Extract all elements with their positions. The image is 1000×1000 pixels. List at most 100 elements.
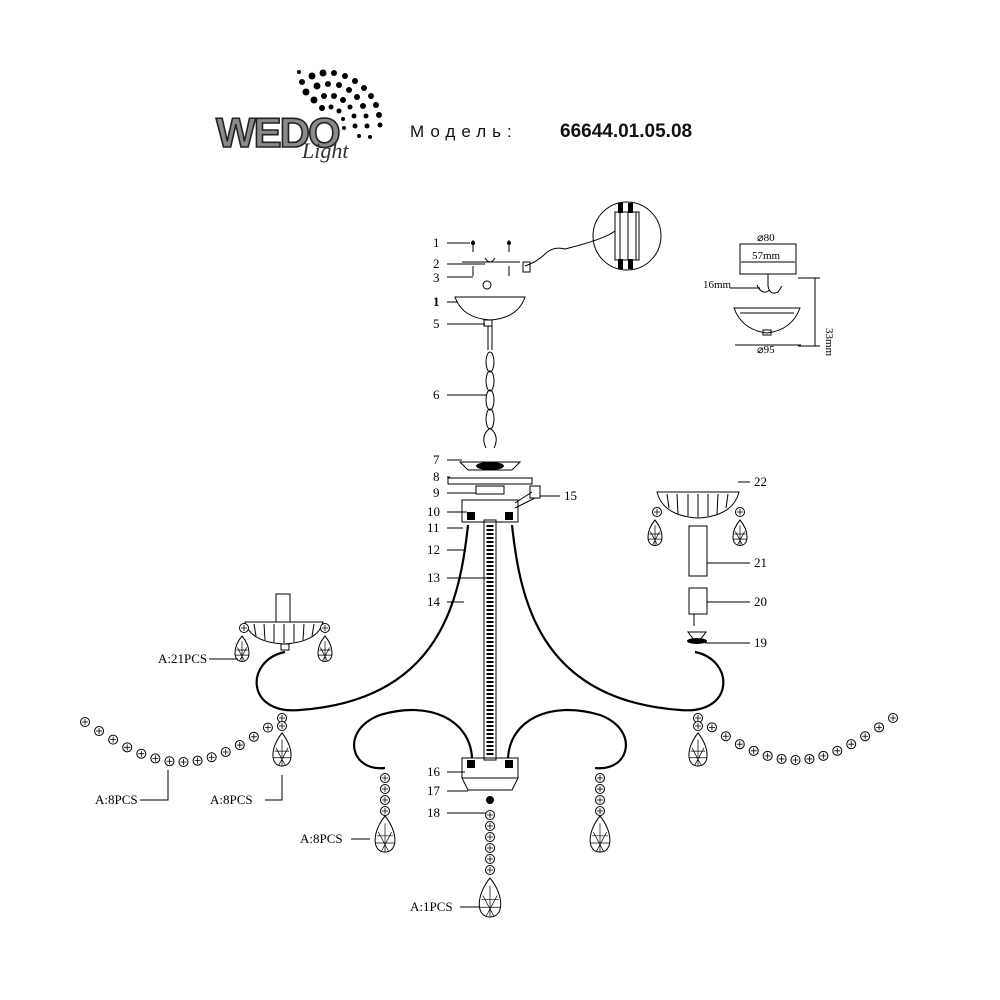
part-label-12: 12 xyxy=(427,542,440,557)
crystal-bead-facet xyxy=(382,786,388,792)
dim-16mm: 16mm xyxy=(703,279,732,291)
crystal-bead-facet xyxy=(597,797,603,803)
crystal-bead-facet xyxy=(487,856,493,862)
part-label-8: 8 xyxy=(433,469,440,484)
crystal-bead-facet xyxy=(820,752,827,759)
canopy-dimension-detail: ⌀80 57mm 16mm 33mm ⌀95 xyxy=(703,232,835,357)
crystal-pendant-facet xyxy=(318,641,332,662)
crystal-bead-facet xyxy=(722,733,729,740)
crystal-bead-facet xyxy=(876,724,883,731)
part-label-2: 2 xyxy=(433,256,440,271)
crystal-pendant-facet xyxy=(689,739,707,767)
crystal-bead-facet xyxy=(382,775,388,781)
part-label-11: 11 xyxy=(427,520,440,535)
logo-dots xyxy=(297,69,383,139)
part-label-9: 9 xyxy=(433,485,440,500)
crystal-bead-facet xyxy=(778,755,785,762)
crystal-pendant-facet xyxy=(733,525,747,546)
crystal-bead-facet xyxy=(792,757,799,763)
part-number-labels: 1 2 3 1 5 6 7 8 9 10 11 12 13 14 15 16 1… xyxy=(427,235,767,820)
crystal-bead-facet xyxy=(236,742,243,749)
model-number: 66644.01.05.08 xyxy=(560,121,692,142)
crystal-bead-facet xyxy=(890,715,896,721)
qty-label-a21: A:21PCS xyxy=(158,651,207,666)
crystal-bead-facet xyxy=(82,719,88,725)
crystal-bead-facet xyxy=(124,744,131,751)
model-label: Модель: xyxy=(410,122,518,141)
crystal-bead-facet xyxy=(222,748,229,755)
brand-logo: WEDO Light xyxy=(215,69,383,163)
part-label-1b: 1 xyxy=(433,294,440,309)
crystal-pendant-facet xyxy=(235,641,249,662)
crystal-bead-facet xyxy=(180,759,187,765)
left-candle-cup xyxy=(244,593,324,651)
crystal-bead-facet xyxy=(166,758,173,765)
crystal-bead-facet xyxy=(708,724,715,731)
chandelier-arms xyxy=(255,524,725,770)
part-label-7: 7 xyxy=(433,452,440,467)
crystal-bead-facet xyxy=(750,747,757,754)
part-label-1: 1 xyxy=(433,235,440,250)
crystal-bead-facet xyxy=(695,715,701,721)
crystal-bead-facet xyxy=(736,741,743,748)
crystal-strings xyxy=(80,507,898,918)
ceiling-mount xyxy=(454,230,616,327)
crystal-bead-facet xyxy=(138,750,145,757)
dim-57mm: 57mm xyxy=(752,250,781,262)
crystal-bead-facet xyxy=(194,757,201,764)
crystal-bead-facet xyxy=(279,715,285,721)
crystal-pendant-facet xyxy=(648,525,662,546)
part-label-16: 16 xyxy=(427,764,441,779)
crystal-bead-facet xyxy=(848,741,855,748)
central-column xyxy=(447,461,541,804)
crystal-bead-facet xyxy=(654,509,660,515)
crystal-bead-facet xyxy=(110,736,117,743)
part-label-22: 22 xyxy=(754,474,767,489)
qty-label-a8-chain: A:8PCS xyxy=(95,792,138,807)
part-label-3: 3 xyxy=(433,270,440,285)
part-label-21: 21 xyxy=(754,555,767,570)
crystal-bead-facet xyxy=(487,867,493,873)
part-label-18: 18 xyxy=(427,805,440,820)
crystal-bead-facet xyxy=(487,834,493,840)
crystal-bead-facet xyxy=(487,812,493,818)
part-label-6: 6 xyxy=(433,387,440,402)
logo-subtitle: Light xyxy=(301,138,349,163)
dim-33mm: 33mm xyxy=(823,328,835,357)
part-label-5: 5 xyxy=(433,316,440,331)
part-label-17: 17 xyxy=(427,783,441,798)
crystal-bead-facet xyxy=(806,755,813,762)
crystal-bead-facet xyxy=(487,845,493,851)
crystal-bead-facet xyxy=(322,625,328,631)
logo-wordmark: WEDO xyxy=(216,109,339,156)
part-label-20: 20 xyxy=(754,594,767,609)
dim-d95: ⌀95 xyxy=(757,344,775,356)
qty-label-a8-center: A:8PCS xyxy=(300,831,343,846)
crystal-bead-facet xyxy=(834,747,841,754)
crystal-bead-facet xyxy=(382,797,388,803)
crystal-bead-facet xyxy=(96,728,103,735)
part-label-15: 15 xyxy=(564,488,577,503)
crystal-pendant-facet xyxy=(590,823,610,853)
crystal-bead-facet xyxy=(208,754,215,761)
qty-label-a1: A:1PCS xyxy=(410,899,453,914)
crystal-bead-facet xyxy=(597,775,603,781)
terminal-detail xyxy=(592,201,662,271)
right-candle-cup xyxy=(656,491,740,644)
crystal-bead-facet xyxy=(695,723,701,729)
crystal-bead-facet xyxy=(737,509,743,515)
crystal-bead-facet xyxy=(487,823,493,829)
crystal-bead-facet xyxy=(152,755,159,762)
crystal-bead-facet xyxy=(241,625,247,631)
crystal-bead-facet xyxy=(764,752,771,759)
crystal-pendant-facet xyxy=(273,739,291,767)
dim-d80: ⌀80 xyxy=(757,232,775,244)
crystal-bead-facet xyxy=(264,724,271,731)
crystal-bead-facet xyxy=(597,786,603,792)
crystal-bead-facet xyxy=(250,733,257,740)
crystal-bead-facet xyxy=(279,723,285,729)
crystal-pendant-facet xyxy=(375,823,395,853)
crystal-quantity-labels: A:21PCS A:8PCS A:8PCS A:8PCS A:1PCS xyxy=(95,651,453,914)
qty-label-a8-drop: A:8PCS xyxy=(210,792,253,807)
